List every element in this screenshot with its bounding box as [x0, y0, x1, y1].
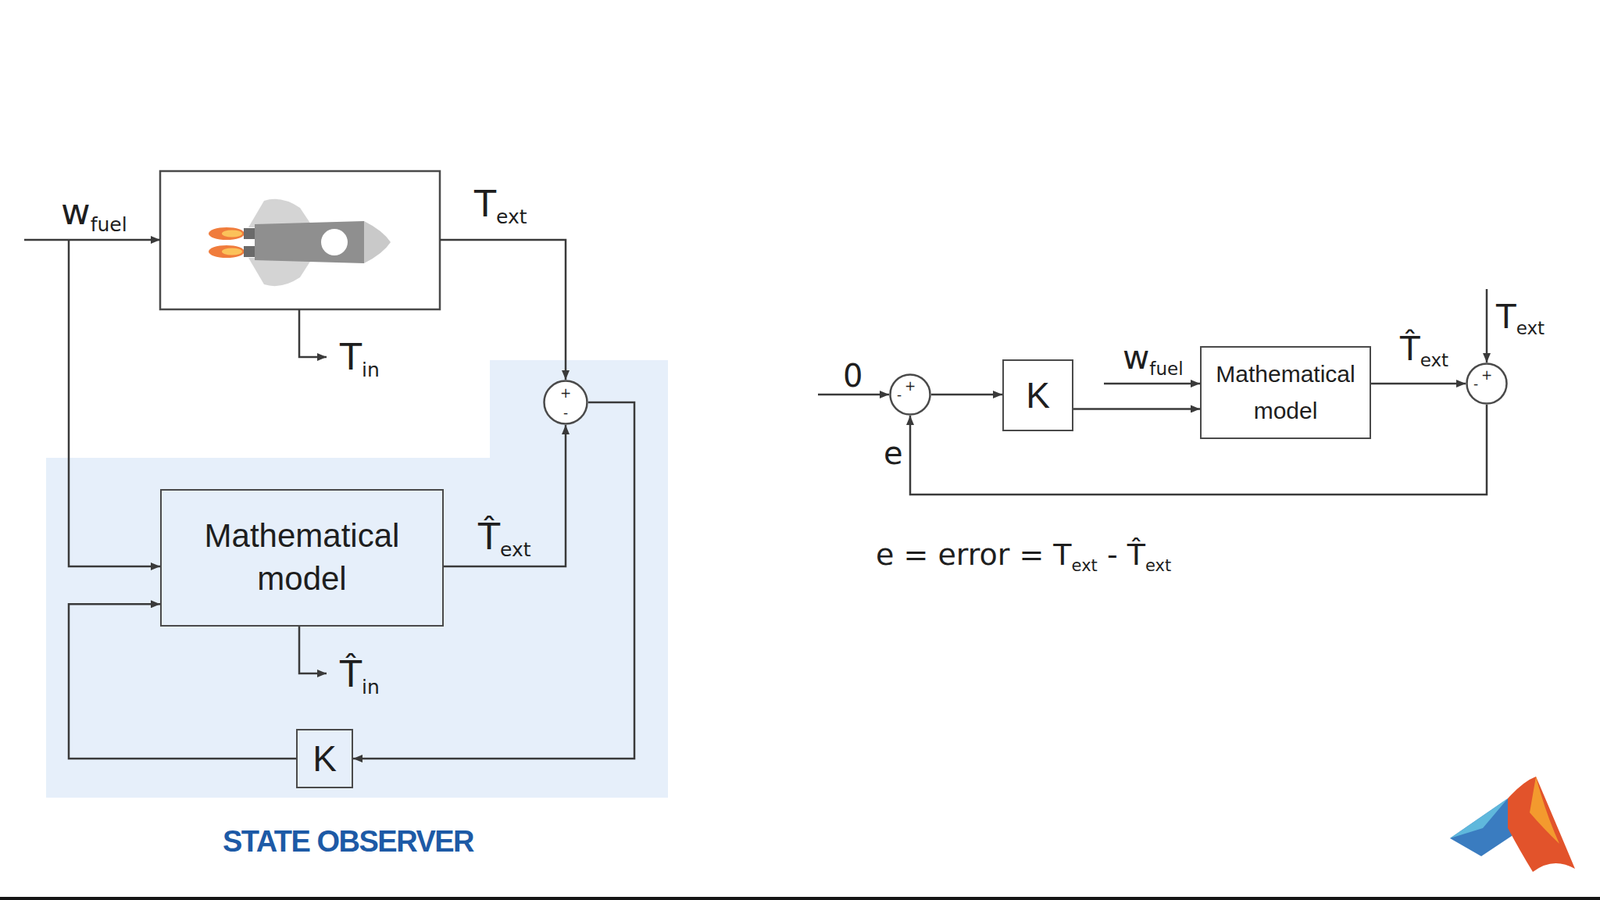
signal-label: wfuel	[60, 193, 128, 230]
rocket-window	[321, 228, 348, 256]
region-heading: STATE OBSERVER	[222, 826, 474, 857]
edge-label: T̂ext	[478, 518, 532, 555]
sign-symbol: +	[1481, 368, 1493, 383]
gain-box: K	[296, 728, 354, 789]
region-shape	[46, 360, 668, 798]
sign-symbol: +	[904, 379, 916, 393]
matlab-logo	[1450, 776, 1575, 872]
signal-wire	[1485, 289, 1489, 363]
text-run: T	[1496, 297, 1517, 336]
subscript-run: ext	[1516, 317, 1545, 339]
text-run: e = error = T	[875, 537, 1072, 572]
flame	[208, 227, 245, 240]
junction-circle	[544, 381, 588, 425]
signal-label: Tin	[339, 339, 380, 375]
subscript-run: in	[361, 675, 380, 699]
subscript-run: in	[361, 358, 380, 382]
model-box: Mathematical model	[1200, 346, 1372, 440]
edge-label: T̂ext	[1400, 332, 1449, 366]
box-text: K	[1025, 375, 1050, 416]
subscript-run: fuel	[90, 213, 128, 236]
text-run: w	[60, 190, 91, 233]
box-text: Mathematical model	[181, 514, 424, 600]
text-run: w	[1122, 338, 1150, 377]
subscript-run: fuel	[1149, 358, 1183, 379]
sign-symbol: -	[1473, 377, 1479, 391]
logo-part	[1507, 776, 1575, 872]
signal-wire	[817, 393, 890, 397]
text-run: 0	[842, 357, 863, 394]
summing-junction: +-	[542, 379, 589, 425]
text-run: T̂	[1400, 329, 1421, 368]
subscript-run: ext	[496, 205, 528, 229]
text-run: e	[883, 435, 904, 472]
text-run: T	[474, 182, 497, 225]
signal-wire	[1103, 382, 1200, 386]
equation: e = error = Text - T̂ext	[875, 539, 1172, 570]
subscript-run: ext	[500, 538, 532, 561]
signal-label: 0	[842, 360, 863, 392]
summing-junction: +-	[889, 373, 932, 416]
flame	[208, 245, 245, 258]
rocket-icon	[208, 199, 391, 286]
observer-region: +-Mathematical modelKSTATE OBSERVER	[46, 360, 668, 798]
sign-symbol: -	[563, 405, 568, 419]
gain-box: K	[1002, 359, 1074, 432]
logo-part	[1529, 776, 1560, 844]
signal-label: wfuel	[1122, 341, 1184, 375]
junction-circle	[1467, 364, 1508, 404]
signal-label: T̂in	[339, 656, 380, 693]
rocket-fin	[248, 257, 313, 286]
signal-wire	[299, 309, 327, 358]
signal-connector	[910, 404, 1487, 495]
box-text: Mathematical model	[1210, 356, 1362, 429]
sign-symbol: +	[560, 386, 572, 400]
summing-junction: +-	[1465, 362, 1508, 405]
signal-wire	[439, 239, 566, 380]
flame-core	[221, 248, 243, 256]
logo-part	[1450, 798, 1508, 839]
text-run: T̂	[478, 515, 500, 558]
box-text: K	[312, 739, 337, 779]
sign-symbol: -	[896, 388, 902, 402]
signal-connector	[1073, 407, 1200, 411]
frame-bar	[0, 896, 1600, 900]
text-run: T	[339, 335, 362, 379]
text-run: - T̂	[1097, 537, 1146, 572]
subscript-run: ext	[1145, 556, 1172, 575]
signal-label: Text	[474, 185, 528, 222]
text-run: T̂	[339, 653, 362, 696]
edge-label: e	[883, 437, 904, 469]
signal-connector	[931, 393, 1003, 397]
signal-wire	[24, 239, 161, 242]
junction-circle	[890, 375, 931, 415]
region-fill	[46, 360, 668, 798]
model-box: Mathematical model	[160, 489, 444, 627]
plant-box	[160, 171, 440, 310]
signal-connector	[1371, 382, 1466, 386]
rocket-body	[254, 221, 365, 264]
subscript-run: ext	[1071, 556, 1098, 575]
subscript-run: ext	[1420, 350, 1449, 371]
rocket-nose	[364, 221, 391, 264]
signal-label: Text	[1496, 300, 1545, 334]
flame-core	[221, 230, 243, 238]
